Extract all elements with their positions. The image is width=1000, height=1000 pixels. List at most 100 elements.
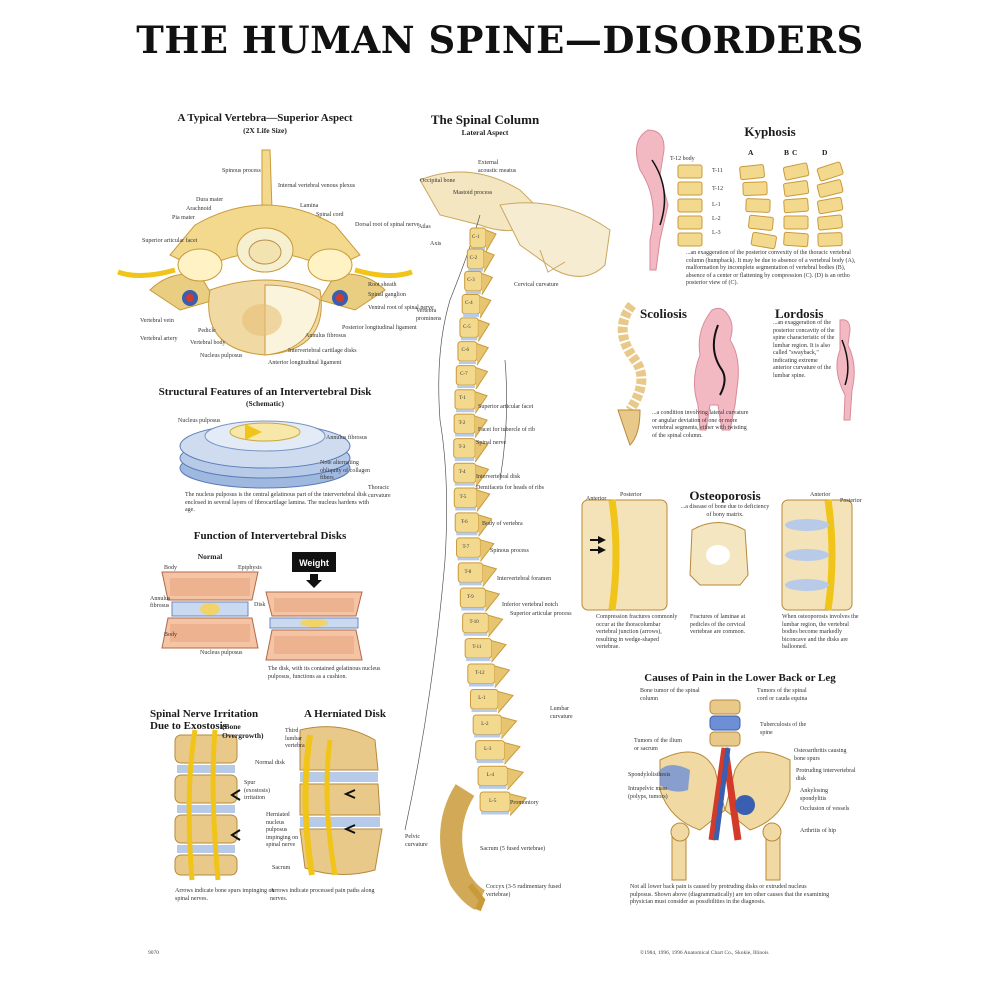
label-spinal-ganglion: Spinal ganglion: [368, 292, 406, 298]
label-spinous-process: Spinous process: [222, 168, 261, 174]
label-dura-mater: Dura mater: [196, 197, 224, 203]
vertebra-label-t-11: T-11: [472, 645, 482, 651]
disk-t-5: [455, 507, 476, 511]
label-occipital-bone: Occipital bone: [420, 178, 456, 184]
osteoporosis-illustration: [581, 499, 853, 611]
herniated-title: A Herniated Disk: [304, 708, 386, 720]
kyphosis-vertebra: [783, 215, 809, 230]
spinal-column-illustration: [404, 171, 611, 912]
kyphosis-vertebra: [817, 214, 843, 231]
disk-t-6: [456, 532, 478, 536]
label-spinal-cord: Spinal cord: [316, 212, 344, 218]
column-title: The Spinal Column: [430, 112, 540, 127]
vertebra-subtitle: (2X Life Size): [243, 126, 287, 135]
pelvis-illustration: [659, 699, 791, 881]
label-function-body-top: Body: [164, 565, 178, 571]
label-arachnoid: Arachnoid: [186, 206, 212, 212]
lordosis-illustration: [836, 319, 855, 421]
spinous-process-t-6: [478, 514, 493, 537]
osteoporosis-caption-2: Fractures of laminae at pedicles of the …: [690, 614, 746, 635]
kyphosis-title: Kyphosis: [744, 124, 796, 139]
vertebra-title: A Typical Vertebra—Superior Aspect: [177, 112, 353, 124]
vertebra-label-t-2: T-2: [458, 420, 466, 426]
vertebra-label-t-3: T-3: [458, 445, 466, 451]
osteoporosis-title: Osteoporosis: [689, 488, 761, 503]
kyphosis-vertebra: [677, 232, 703, 247]
kyphosis-vertebra: [745, 198, 771, 213]
label-pelvic-curvature: Pelvic curvature: [405, 834, 428, 848]
spinous-process-t-9: [485, 589, 501, 612]
disk-c-3: [465, 290, 481, 294]
spinous-process-t-7: [480, 539, 495, 562]
label-superior-articular-facet: Superior articular facet: [142, 238, 198, 244]
kyphosis-vertebra: [739, 164, 766, 181]
disk-t-9: [461, 607, 485, 611]
osteoporosis-caption-1: Compression fractures commonly occur at …: [596, 614, 678, 650]
function-disks-illustration: Weight: [161, 552, 363, 661]
label-pain-spondylolisthesis: Spondylolisthesis: [628, 772, 671, 778]
function-title: Function of Intervertebral Disks: [193, 530, 347, 542]
herniated-caption: Arrows indicate processed pain paths alo…: [270, 888, 375, 902]
herniated-disk-illustration: [299, 726, 383, 876]
disk-c-5: [460, 337, 478, 341]
vertebra-label-t-6: T-6: [460, 519, 468, 525]
spinous-process-t-2: [474, 415, 488, 438]
label-kyphosis-t12body: T-12 body: [670, 156, 695, 162]
label-pia-mater: Pia mater: [172, 215, 195, 221]
label-superior-facet: Superior articular facet: [478, 404, 534, 410]
spinous-process-t-12: [494, 665, 511, 688]
label-function-nucleus: Nucleus pulposus: [200, 650, 243, 656]
disk-l-3: [476, 760, 504, 764]
disk-l-2: [474, 734, 501, 738]
kyphosis-letter-a: A: [748, 148, 754, 157]
vertebra-label-c-4: C-4: [465, 301, 473, 307]
label-vertebral-artery: Vertebral artery: [140, 336, 178, 342]
function-normal-label: Normal: [197, 552, 223, 561]
weight-label: Weight: [299, 558, 329, 568]
label-thoracic-curvature: Thoracic curvature: [368, 485, 391, 499]
kyphosis-vertebra: [748, 214, 774, 231]
disk-t-4: [454, 482, 475, 486]
kyphosis-vertebra: [783, 180, 810, 197]
label-intervertebral-foramen: Intervertebral foramen: [497, 576, 552, 582]
column-subtitle: Lateral Aspect: [461, 128, 509, 137]
vertebra-label-t-7: T-7: [462, 544, 470, 550]
label-dorsal-root: Dorsal root of spinal nerve: [355, 222, 420, 228]
kyphosis-vertebra: [677, 215, 703, 230]
label-inferior-notch: Inferior vertebral notch: [502, 602, 558, 608]
disk-t-8: [459, 582, 482, 586]
label-function-disk: Disk: [254, 602, 266, 608]
label-cervical-curvature: Cervical curvature: [514, 282, 559, 288]
kyphosis-vertebra: [783, 197, 809, 214]
label-spur: Spur (exostosis) irritation: [244, 780, 270, 801]
label-pain-osteoarthritis: Osteoarthritis causing bone spurs: [794, 748, 847, 762]
vertebra-label-t-9: T-9: [466, 594, 474, 600]
label-internal-venous-plexus: Internal vertebral venous plexus: [278, 183, 356, 189]
spinous-process-t-1: [474, 391, 488, 414]
label-pedicle: Pedicle: [198, 328, 216, 334]
kyphosis-letter-b: B: [784, 148, 790, 157]
label-anterior-ligament: Anterior longitudinal ligament: [268, 360, 342, 366]
copyright: ©1984, 1996, 1996 Anatomical Chart Co., …: [640, 950, 769, 956]
label-vertebral-vein: Vertebral vein: [140, 318, 174, 324]
lordosis-title: Lordosis: [775, 306, 824, 321]
disk-subtitle: (Schematic): [246, 399, 284, 408]
kyphosis-illustration: [635, 129, 844, 271]
pain-caption: Not all lower back pain is caused by pro…: [630, 884, 830, 905]
label-root-sheath: Root sheath: [368, 282, 397, 288]
label-demifacets: Demifacets for heads of ribs: [476, 485, 544, 491]
kyphosis-vertebra: [816, 196, 844, 215]
scoliosis-illustration: [617, 301, 739, 446]
label-pain-arthritis-hip: Arthritis of hip: [800, 828, 836, 834]
irritation-title-2: Due to Exostosis: [150, 720, 228, 732]
label-kyphosis-t12: T-12: [712, 186, 724, 192]
label-function-body-bottom: Body: [164, 632, 178, 638]
label-posterior-ligament: Posterior longitudinal ligament: [342, 325, 417, 331]
label-pain-cord-tumors: Tumors of the spinal cord or cauda equin…: [757, 688, 808, 702]
vertebra-label-c-3: C-3: [467, 278, 475, 284]
irritation-caption: Arrows indicate bone spurs impinging on …: [175, 888, 275, 902]
vertebra-label-l-4: L-4: [486, 773, 494, 779]
spinous-process-l-2: [500, 716, 518, 739]
label-lamina: Lamina: [300, 203, 319, 209]
